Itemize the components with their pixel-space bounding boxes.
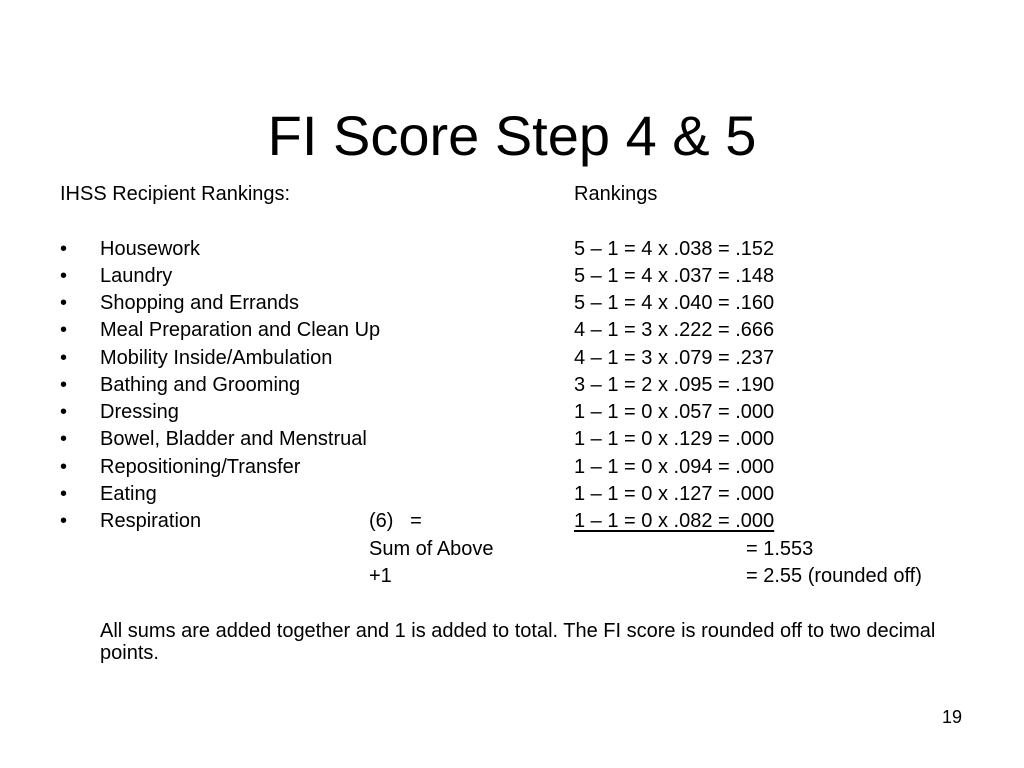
list-item-housework: • Housework 5 – 1 = 4 x .038 = .152: [0, 236, 1024, 263]
page-number: 19: [941, 707, 962, 727]
bullet: •: [60, 265, 68, 287]
task-calculation: 5 – 1 = 4 x .037 = .148: [574, 265, 775, 287]
rankings-list-header: IHSS Recipient Rankings:: [60, 183, 291, 205]
bullet: •: [60, 374, 68, 396]
task-calculation: 1 – 1 = 0 x .127 = .000: [574, 483, 775, 505]
bullet: •: [60, 428, 68, 450]
task-calculation: 4 – 1 = 3 x .079 = .237: [574, 347, 775, 369]
bullet: •: [60, 347, 68, 369]
list-item-bathing: • Bathing and Grooming 3 – 1 = 2 x .095 …: [0, 372, 1024, 399]
task-label: Dressing: [100, 401, 179, 423]
task-label: Mobility Inside/Ambulation: [100, 347, 333, 369]
task-calculation: 5 – 1 = 4 x .038 = .152: [574, 238, 775, 260]
task-label: Housework: [100, 238, 201, 260]
task-label: Laundry: [100, 265, 173, 287]
fi-score-value: = 2.55 (rounded off): [746, 565, 922, 587]
bullet: •: [60, 319, 68, 341]
explanation-note: All sums are added together and 1 is add…: [100, 620, 936, 664]
task-calculation: 4 – 1 = 3 x .222 = .666: [574, 319, 775, 341]
plus-one-row: +1 = 2.55 (rounded off): [0, 563, 1024, 590]
slide-title: FI Score Step 4 & 5: [267, 103, 757, 167]
bullet: •: [60, 292, 68, 314]
task-calculation: 1 – 1 = 0 x .082 = .000: [574, 510, 775, 532]
task-label: Meal Preparation and Clean Up: [100, 319, 381, 341]
task-label: Eating: [100, 483, 157, 505]
task-label: Shopping and Errands: [100, 292, 300, 314]
list-item-meal-preparation: • Meal Preparation and Clean Up 4 – 1 = …: [0, 317, 1024, 344]
bullet: •: [60, 456, 68, 478]
task-calculation: 1 – 1 = 0 x .094 = .000: [574, 456, 775, 478]
task-label: Repositioning/Transfer: [100, 456, 301, 478]
list-item-respiration: • Respiration (6) = 1 – 1 = 0 x .082 = .…: [0, 508, 1024, 535]
task-count-marker: (6) =: [369, 510, 422, 532]
task-label: Bowel, Bladder and Menstrual: [100, 428, 367, 450]
task-calculation: 5 – 1 = 4 x .040 = .160: [574, 292, 775, 314]
bullet: •: [60, 483, 68, 505]
bullet: •: [60, 238, 68, 260]
plus-one-label: +1: [369, 565, 392, 587]
list-item-mobility: • Mobility Inside/Ambulation 4 – 1 = 3 x…: [0, 345, 1024, 372]
list-item-eating: • Eating 1 – 1 = 0 x .127 = .000: [0, 481, 1024, 508]
rankings-column-header: Rankings: [574, 183, 658, 205]
task-label: Respiration: [100, 510, 202, 532]
sum-row: Sum of Above = 1.553: [0, 536, 1024, 563]
list-item-bowel-bladder: • Bowel, Bladder and Menstrual 1 – 1 = 0…: [0, 426, 1024, 453]
task-calculation: 1 – 1 = 0 x .129 = .000: [574, 428, 775, 450]
bullet: •: [60, 401, 68, 423]
task-calculation: 1 – 1 = 0 x .057 = .000: [574, 401, 775, 423]
list-item-shopping: • Shopping and Errands 5 – 1 = 4 x .040 …: [0, 290, 1024, 317]
task-calculation: 3 – 1 = 2 x .095 = .190: [574, 374, 775, 396]
list-item-dressing: • Dressing 1 – 1 = 0 x .057 = .000: [0, 399, 1024, 426]
task-label: Bathing and Grooming: [100, 374, 301, 396]
sum-label: Sum of Above: [369, 538, 494, 560]
list-item-repositioning: • Repositioning/Transfer 1 – 1 = 0 x .09…: [0, 454, 1024, 481]
bullet: •: [60, 510, 68, 532]
sum-value: = 1.553: [746, 538, 814, 560]
list-item-laundry: • Laundry 5 – 1 = 4 x .037 = .148: [0, 263, 1024, 290]
